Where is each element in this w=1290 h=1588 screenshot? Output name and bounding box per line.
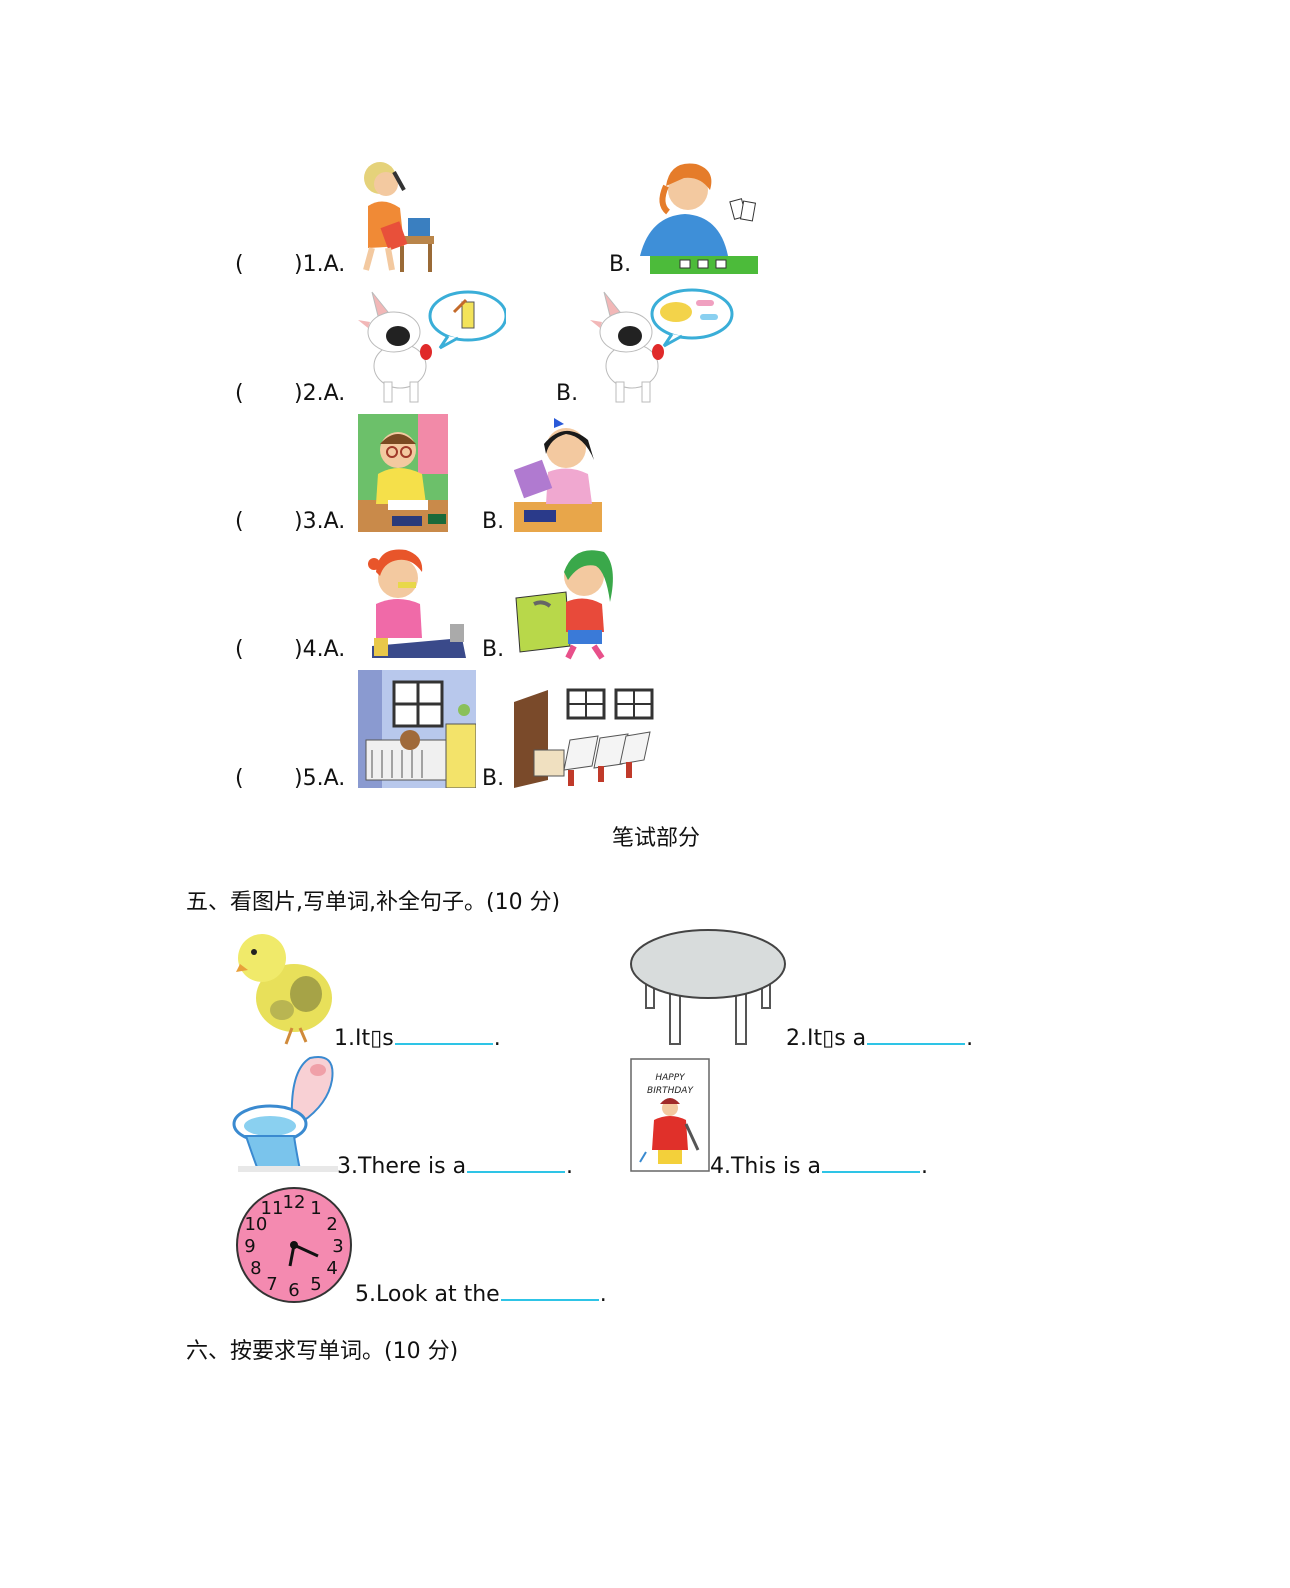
item4-b-label: B.: [482, 637, 505, 662]
question5-2-suffix: .: [966, 1026, 974, 1051]
card-text-happy: HAPPY: [655, 1073, 686, 1083]
section5-heading: 五、看图片,写单词,补全句子。(10 分): [186, 890, 561, 915]
clock-numeral: 1: [310, 1198, 321, 1219]
item3-a-boy-writing-image[interactable]: [358, 414, 448, 532]
question5-3: 3.There is a.: [337, 1151, 573, 1179]
item2-a-dog-drink-image[interactable]: [358, 286, 506, 406]
question5-3-suffix: .: [566, 1154, 574, 1179]
answer-blank-3[interactable]: [467, 1151, 566, 1173]
clock-numeral: 7: [266, 1274, 277, 1295]
item1-a-girl-phone-image[interactable]: [358, 156, 440, 276]
clock-numeral: 2: [326, 1214, 337, 1235]
clock-numeral: 6: [288, 1280, 299, 1301]
clock-numeral: 10: [244, 1214, 267, 1235]
item3-b-girl-reading-image[interactable]: [514, 414, 606, 532]
item4-label: )4.A.: [294, 637, 346, 662]
item2-paren: (: [235, 381, 244, 406]
question5-5-prefix: 5.Look at the: [355, 1282, 500, 1307]
item4-a-girl-brushing-image[interactable]: [358, 542, 468, 660]
question5-4: 4.This is a.: [710, 1151, 928, 1179]
clock-numeral: 3: [332, 1236, 343, 1257]
question5-2-prefix: 2.It▯s a: [786, 1026, 867, 1051]
item1-label: )1.A.: [294, 252, 346, 277]
question5-4-prefix: 4.This is a: [710, 1154, 821, 1179]
clock-numeral: 8: [250, 1258, 261, 1279]
birthday-card-image: HAPPY BIRTHDAY: [630, 1058, 710, 1174]
item5-b-label: B.: [482, 766, 505, 791]
question5-3-prefix: 3.There is a: [337, 1154, 467, 1179]
question5-4-suffix: .: [921, 1154, 928, 1179]
item4-b-girl-washing-image[interactable]: [514, 542, 626, 660]
question5-5-suffix: .: [599, 1282, 607, 1307]
item3-label: )3.A.: [294, 509, 346, 534]
answer-blank-5[interactable]: [500, 1279, 599, 1301]
item3-paren: (: [235, 509, 244, 534]
section-title: 笔试部分: [612, 826, 701, 851]
item1-b-woman-cards-image[interactable]: [640, 156, 758, 276]
item4-paren: (: [235, 637, 244, 662]
item2-label: )2.A.: [294, 381, 346, 406]
section6-heading: 六、按要求写单词。(10 分): [186, 1339, 459, 1364]
item3-b-label: B.: [482, 509, 505, 534]
clock-numeral: 12: [283, 1192, 306, 1213]
question5-1: 1.It▯s.: [334, 1023, 501, 1051]
answer-blank-2[interactable]: [867, 1023, 966, 1045]
table-image: [628, 926, 788, 1048]
item5-b-classroom-image[interactable]: [514, 670, 656, 788]
item5-paren: (: [235, 766, 244, 791]
item5-label: )5.A.: [294, 766, 346, 791]
answer-blank-1[interactable]: [394, 1023, 493, 1045]
clock-numeral: 4: [326, 1258, 337, 1279]
answer-blank-4[interactable]: [822, 1151, 920, 1173]
chick-image: [236, 928, 334, 1046]
item1-paren: (: [235, 252, 244, 277]
item5-a-bedroom-image[interactable]: [358, 670, 476, 788]
card-text-birthday: BIRTHDAY: [647, 1086, 694, 1096]
item2-b-dog-food-image[interactable]: [590, 286, 738, 406]
question5-2: 2.It▯s a.: [786, 1023, 973, 1051]
clock-numeral: 9: [244, 1236, 255, 1257]
toilet-image: [232, 1054, 338, 1174]
clock-numeral: 5: [310, 1274, 321, 1295]
question5-1-prefix: 1.It▯s: [334, 1026, 394, 1051]
question5-5: 5.Look at the.: [355, 1279, 607, 1307]
question5-1-suffix: .: [493, 1026, 501, 1051]
item1-b-label: B.: [609, 252, 632, 277]
item2-b-label: B.: [556, 381, 579, 406]
clock-numeral: 11: [261, 1198, 284, 1219]
